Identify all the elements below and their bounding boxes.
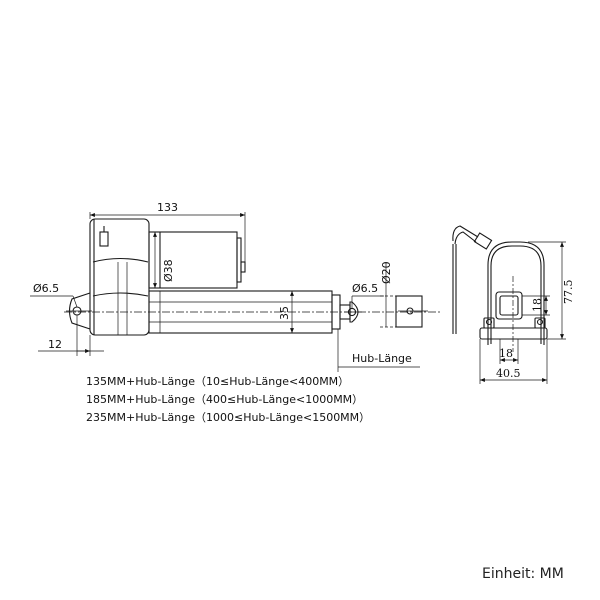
length-formula-1: 135MM+Hub-Länge（10≤Hub-Länge<400MM） bbox=[86, 375, 350, 388]
dim-offset-left: 12 bbox=[48, 338, 62, 351]
dim-motor-diameter: Ø38 bbox=[162, 259, 175, 282]
dim-side-height: 77.5 bbox=[562, 280, 575, 305]
dim-side-slot-height: 18 bbox=[531, 298, 544, 312]
dim-end-diameter: Ø20 bbox=[380, 261, 393, 284]
unit-note: Einheit: MM bbox=[482, 566, 564, 582]
dim-tube-height: 35 bbox=[278, 306, 291, 320]
rear-mount-clevis bbox=[66, 292, 92, 330]
front-view: 133 Ø38 Ø6.5 35 Ø6.5 Ø20 12 Hub-Länge bbox=[30, 201, 440, 372]
length-formula-2: 185MM+Hub-Länge（400≤Hub-Länge<1000MM） bbox=[86, 393, 364, 406]
dim-side-slot-width: 18 bbox=[499, 347, 513, 360]
power-cable bbox=[452, 225, 493, 334]
dim-mount-hole-right: Ø6.5 bbox=[352, 282, 378, 295]
dim-stroke-length: Hub-Länge bbox=[352, 352, 412, 365]
dim-side-width: 40.5 bbox=[496, 367, 521, 380]
side-view: 77.5 18 18 40.5 bbox=[452, 225, 575, 384]
rod-end-detail bbox=[380, 295, 428, 328]
dim-mount-hole-left: Ø6.5 bbox=[33, 282, 59, 295]
length-formula-3: 235MM+Hub-Länge（1000≤Hub-Länge<1500MM） bbox=[86, 411, 371, 424]
dim-overall-length: 133 bbox=[157, 201, 178, 214]
motor-housing bbox=[89, 218, 246, 336]
